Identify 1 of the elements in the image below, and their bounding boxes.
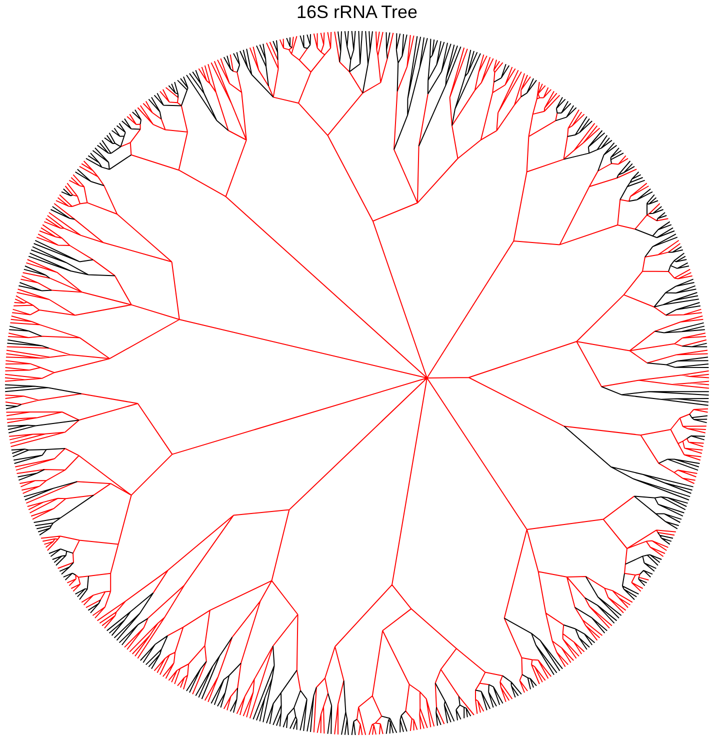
title: 16S rRNA Tree	[295, 2, 419, 23]
